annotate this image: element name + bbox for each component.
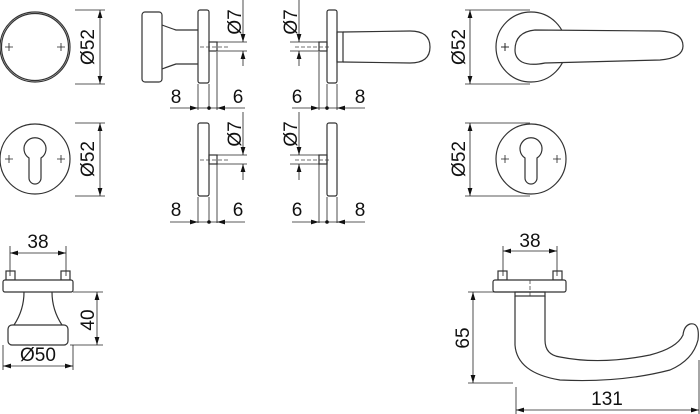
knob-hole-spacing-label: 38 (27, 232, 48, 253)
knob-side-view: Ø7 8 6 (141, 0, 247, 111)
lever-escutcheon-spindle-label: Ø7 (281, 121, 302, 146)
lever-left-offset-label: 6 (292, 87, 303, 108)
escutcheon-spindle-label: Ø7 (225, 121, 246, 146)
lever-right-offset-label: 8 (355, 87, 366, 108)
lever-rose-diameter-label: Ø52 (449, 29, 470, 65)
spindle-diameter-label: Ø7 (225, 9, 246, 34)
right-offset-label: 6 (233, 87, 244, 108)
knob-height-label: 40 (78, 309, 99, 330)
lever-length-label: 131 (591, 389, 623, 410)
left-offset-label: 8 (171, 87, 182, 108)
rose-diameter-label: Ø52 (78, 29, 99, 65)
escutcheon-front-view: Ø52 (0, 122, 105, 197)
lever-rose-front-view: Ø52 (449, 9, 684, 85)
escutcheon-diameter-label: Ø52 (78, 141, 99, 177)
knob-top-view: 38 40 Ø50 (2, 232, 103, 370)
escutcheon-right-offset-label: 6 (233, 200, 244, 221)
escutcheon-left-offset-label: 8 (171, 200, 182, 221)
lever-escutcheon-right-label: 8 (355, 200, 366, 221)
lever-top-view: 38 65 131 (453, 231, 700, 414)
escutcheon-side-view-knob: Ø7 8 6 (170, 112, 247, 225)
lever-side-view: Ø7 6 8 (281, 0, 431, 111)
round-rose-front-view: Ø52 (0, 9, 105, 85)
lever-escutcheon-left-label: 6 (292, 200, 303, 221)
lever-escutcheon-front-view: Ø52 (449, 122, 567, 197)
escutcheon-side-view-lever: Ø7 6 8 (281, 112, 366, 225)
lever-hole-spacing-label: 38 (519, 231, 540, 252)
knob-diameter-label: Ø50 (20, 345, 56, 366)
lever-spindle-diameter-label: Ø7 (281, 9, 302, 34)
lever-height-label: 65 (453, 327, 474, 348)
lever-escutcheon-diameter-label: Ø52 (449, 141, 470, 177)
